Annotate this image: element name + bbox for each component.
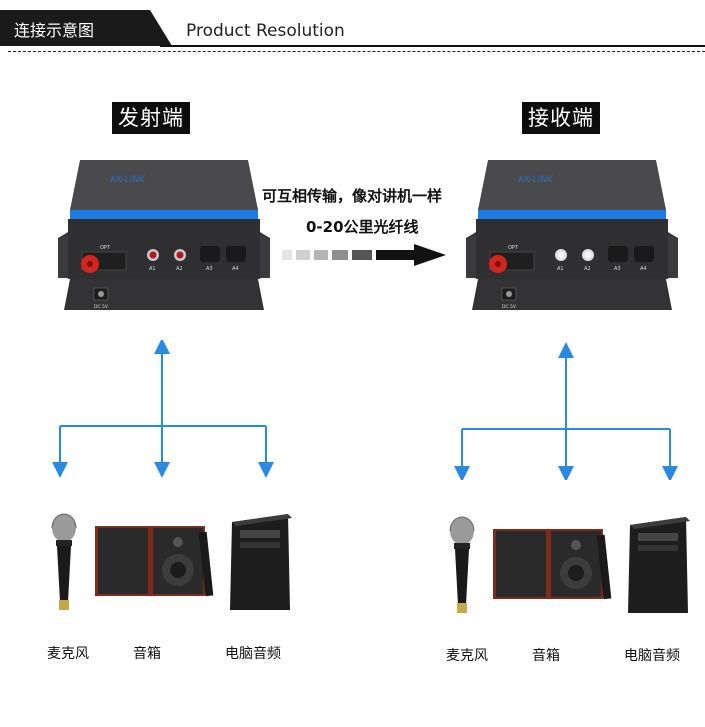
brand-logo: KK-LINK bbox=[110, 175, 147, 185]
transfer-description: 可互相传输，像对讲机一样 bbox=[262, 187, 443, 205]
svg-text:A2: A2 bbox=[176, 266, 183, 272]
right-peripherals bbox=[449, 516, 690, 613]
left-pc-audio-label: 电脑音频 bbox=[225, 646, 281, 662]
brand-logo: KK-LINK bbox=[518, 175, 555, 185]
svg-text:A4: A4 bbox=[640, 266, 647, 272]
svg-text:A3: A3 bbox=[206, 266, 213, 272]
svg-text:DC 5V: DC 5V bbox=[502, 304, 517, 310]
svg-text:A4: A4 bbox=[232, 266, 239, 272]
receiver-label: 接收端 bbox=[522, 102, 600, 134]
svg-text:A1: A1 bbox=[149, 266, 156, 272]
microphone-icon bbox=[449, 516, 475, 613]
svg-text:A3: A3 bbox=[614, 266, 621, 272]
connection-arrows bbox=[52, 340, 678, 480]
right-speaker-label: 音箱 bbox=[532, 648, 560, 664]
left-speaker-label: 音箱 bbox=[133, 646, 161, 662]
svg-text:A2: A2 bbox=[584, 266, 591, 272]
svg-text:A1: A1 bbox=[557, 266, 564, 272]
pc-tower-icon bbox=[628, 517, 690, 613]
transmitter-converter: KK-LINK OPT A1 A2 A3 A4 DC 5V bbox=[58, 160, 270, 310]
left-peripherals bbox=[51, 513, 292, 610]
microphone-icon bbox=[51, 513, 77, 610]
svg-text:OPT: OPT bbox=[100, 245, 111, 251]
pc-tower-icon bbox=[230, 514, 292, 610]
svg-text:OPT: OPT bbox=[508, 245, 519, 251]
receiver-converter: KK-LINK OPT A1 A2 A3 A4 DC 5V bbox=[466, 160, 678, 310]
transmitter-label: 发射端 bbox=[112, 102, 190, 134]
fiber-link-arrow bbox=[282, 244, 446, 266]
section-tab bbox=[0, 10, 172, 46]
header-rule bbox=[160, 45, 705, 47]
speaker-icon bbox=[493, 529, 612, 600]
section-title-cn: 连接示意图 bbox=[14, 21, 95, 40]
fiber-distance: 0-20公里光纤线 bbox=[306, 218, 419, 236]
speaker-icon bbox=[95, 526, 214, 597]
left-mic-label: 麦克风 bbox=[47, 646, 89, 662]
dashed-divider bbox=[8, 51, 705, 52]
svg-text:DC 5V: DC 5V bbox=[94, 304, 109, 310]
right-pc-audio-label: 电脑音频 bbox=[624, 648, 680, 664]
right-mic-label: 麦克风 bbox=[446, 648, 488, 664]
section-title-en: Product Resolution bbox=[186, 21, 345, 41]
